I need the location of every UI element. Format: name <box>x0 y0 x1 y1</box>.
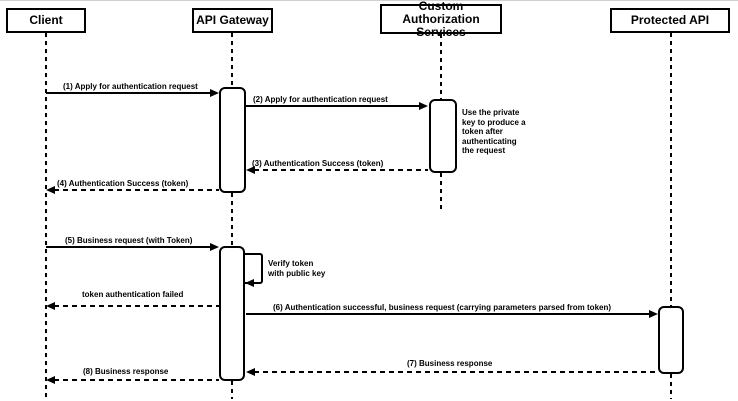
lifeline-protected-api-bottom <box>670 374 672 399</box>
message-label-4: (4) Authentication Success (token) <box>57 179 189 188</box>
note-use-private-key: Use the private key to produce a token a… <box>462 108 526 155</box>
activation-protected-api <box>658 306 684 374</box>
lifeline-client <box>45 33 47 399</box>
activation-custom-auth <box>429 99 457 173</box>
arrowhead-message-2 <box>419 102 428 110</box>
arrowhead-message-4 <box>46 186 55 194</box>
actor-label-custom-authorization-services: Custom Authorization Services <box>402 0 480 39</box>
lifeline-api-gateway-middle <box>231 193 233 246</box>
message-line-4 <box>54 189 219 191</box>
arrowhead-message-7 <box>246 368 255 376</box>
self-message-label-verify-token: Verify token with public key <box>268 259 326 278</box>
arrowhead-message-1 <box>210 89 219 97</box>
actor-box-client: Client <box>6 8 86 33</box>
message-label-1: (1) Apply for authentication request <box>63 82 198 91</box>
actor-label-protected-api: Protected API <box>630 13 710 27</box>
message-line-6 <box>246 313 651 315</box>
message-line-1 <box>46 92 212 94</box>
activation-api-gateway-auth <box>219 87 246 193</box>
message-label-8: (8) Business response <box>83 367 169 376</box>
message-line-8 <box>54 379 219 381</box>
actor-box-api-gateway: API Gateway <box>192 8 273 33</box>
message-line-2 <box>246 105 421 107</box>
lifeline-custom-auth-top <box>440 34 442 99</box>
actor-box-custom-authorization-services: Custom Authorization Services <box>380 1 502 38</box>
message-line-7 <box>254 371 658 373</box>
arrowhead-message-3 <box>246 166 255 174</box>
message-label-2: (2) Apply for authentication request <box>253 95 388 104</box>
message-label-7: (7) Business response <box>407 359 493 368</box>
activation-api-gateway-business <box>219 246 245 381</box>
message-label-3: (3) Authentication Success (token) <box>252 159 384 168</box>
lifeline-api-gateway-bottom <box>231 381 233 399</box>
arrowhead-message-8 <box>46 376 55 384</box>
arrowhead-message-token-failed <box>46 302 55 310</box>
actor-box-protected-api: Protected API <box>610 8 730 33</box>
arrowhead-message-6 <box>649 310 658 318</box>
message-label-token-failed: token authentication failed <box>82 290 184 299</box>
lifeline-api-gateway-top <box>231 33 233 87</box>
lifeline-protected-api-top <box>670 33 672 306</box>
actor-label-api-gateway: API Gateway <box>196 13 269 27</box>
message-label-6: (6) Authentication successful, business … <box>273 303 612 312</box>
arrowhead-self-message <box>245 279 254 287</box>
arrowhead-message-5 <box>210 243 219 251</box>
message-line-5 <box>46 246 212 248</box>
message-line-3 <box>254 169 428 171</box>
message-line-token-failed <box>54 305 219 307</box>
actor-label-client: Client <box>29 13 63 27</box>
lifeline-custom-auth-bottom <box>440 173 442 213</box>
message-label-5: (5) Business request (with Token) <box>65 236 193 245</box>
